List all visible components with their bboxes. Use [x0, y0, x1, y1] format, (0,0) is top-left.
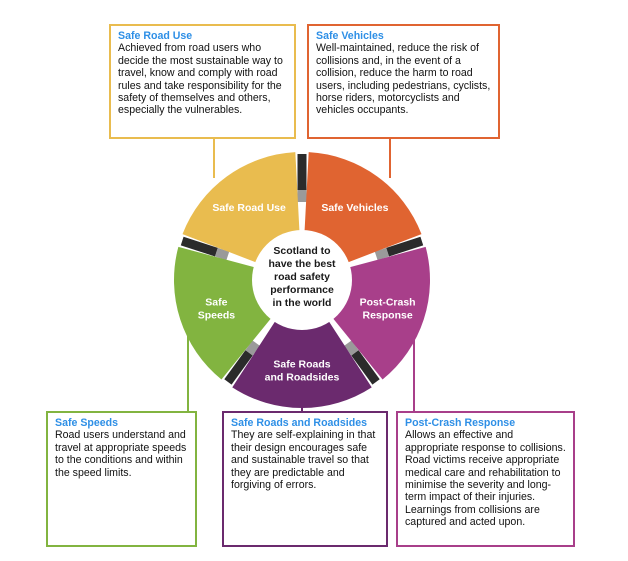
box-post-crash-response: Post-Crash Response Allows an effective … — [396, 411, 575, 547]
box-description: Well-maintained, reduce the risk of coll… — [316, 42, 491, 117]
road-gap-icon — [224, 340, 260, 385]
segment-label-safe-vehicles: Safe Vehicles — [321, 202, 388, 214]
box-safe-road-use: Safe Road Use Achieved from road users w… — [109, 24, 296, 139]
wheel-segments — [174, 152, 430, 409]
segment-safe-vehicles — [304, 152, 422, 265]
box-description: Road users understand and travel at appr… — [55, 429, 187, 479]
box-title: Safe Speeds — [55, 417, 119, 429]
box-description: They are self-explaining in that their d… — [231, 429, 376, 492]
box-title: Post-Crash Response — [405, 417, 516, 429]
connector-safe-vehicles — [389, 138, 391, 178]
center-hub — [252, 230, 352, 330]
box-title: Safe Road Use — [118, 30, 193, 42]
connector-safe-road-use — [213, 138, 215, 178]
box-title: Safe Roads and Roadsides — [231, 417, 367, 429]
segment-safe-roads-and-roadsides — [232, 316, 372, 409]
segment-post-crash-response — [329, 246, 430, 380]
box-safe-speeds: Safe Speeds Road users understand and tr… — [46, 411, 197, 547]
box-description: Achieved from road users who decide the … — [118, 42, 283, 117]
box-title: Safe Vehicles — [316, 30, 384, 42]
road-gap-icon — [374, 236, 424, 261]
road-gaps — [180, 154, 424, 385]
segment-safe-speeds — [174, 246, 275, 380]
box-safe-roads-and-roadsides: Safe Roads and Roadsides They are self-e… — [222, 411, 388, 547]
road-gap-icon — [344, 340, 380, 385]
segment-safe-road-use — [182, 152, 300, 265]
box-description: Allows an effective and appropriate resp… — [405, 429, 566, 529]
connector-post-crash — [413, 330, 415, 411]
box-safe-vehicles: Safe Vehicles Well-maintained, reduce th… — [307, 24, 500, 139]
connector-safe-speeds — [187, 330, 189, 411]
road-gap-icon — [180, 236, 230, 261]
segment-label-safe-road-use: Safe Road Use — [212, 202, 286, 214]
